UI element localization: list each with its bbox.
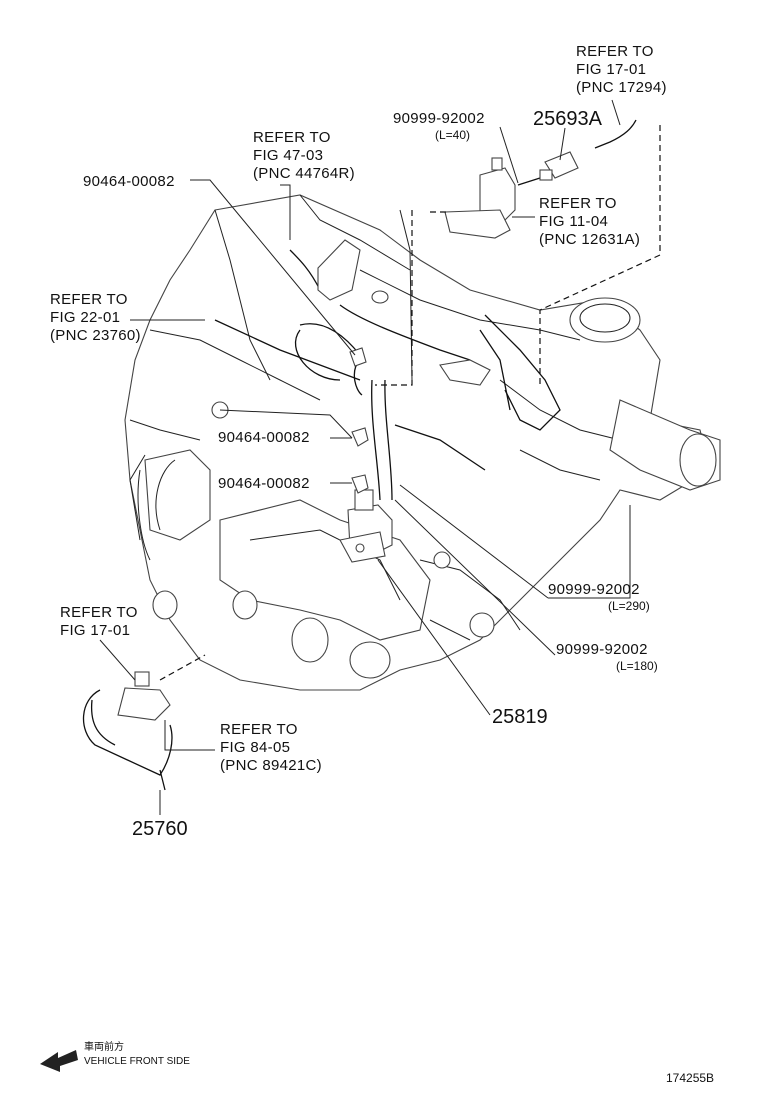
front-label-jp: 車両前方 bbox=[84, 1040, 124, 1053]
ref-fig47-03[interactable]: REFER TO FIG 47-03 (PNC 44764R) bbox=[253, 129, 355, 182]
part-hose-low[interactable]: 90999-92002 (L=180) bbox=[556, 641, 658, 673]
ref-line: (PNC 17294) bbox=[576, 79, 667, 96]
ref-line: REFER TO bbox=[60, 604, 138, 621]
ref-fig22-01[interactable]: REFER TO FIG 22-01 (PNC 23760) bbox=[50, 291, 141, 344]
part-number: 90999-92002 bbox=[393, 110, 485, 127]
part-valve-top[interactable]: 25693A bbox=[533, 108, 603, 130]
arrow-left-icon bbox=[40, 1050, 78, 1072]
part-clip-3[interactable]: 90464-00082 bbox=[218, 475, 310, 492]
clips bbox=[349, 347, 369, 494]
ref-fig84-05[interactable]: REFER TO FIG 84-05 (PNC 89421C) bbox=[220, 721, 322, 774]
ref-line: FIG 84-05 bbox=[220, 739, 290, 756]
front-indicator: 車両前方 VEHICLE FRONT SIDE bbox=[40, 1040, 190, 1072]
ref-line: (PNC 89421C) bbox=[220, 757, 322, 774]
vsv-main bbox=[339, 489, 393, 563]
ref-line: FIG 22-01 bbox=[50, 309, 120, 326]
part-hose-mid[interactable]: 90999-92002 (L=290) bbox=[548, 581, 650, 613]
part-clip-2[interactable]: 90464-00082 bbox=[218, 429, 310, 446]
part-hose-top[interactable]: 90999-92002 (L=40) bbox=[393, 110, 485, 142]
part-valve-main[interactable]: 25819 bbox=[492, 706, 548, 728]
ref-line: REFER TO bbox=[253, 129, 331, 146]
ref-line: REFER TO bbox=[539, 195, 617, 212]
engine-block bbox=[124, 194, 721, 691]
ref-line: (PNC 12631A) bbox=[539, 231, 640, 248]
leader-lines bbox=[99, 99, 631, 815]
part-clip-1[interactable]: 90464-00082 bbox=[83, 173, 175, 190]
bracket-upper bbox=[317, 239, 491, 386]
ref-fig17-01-top[interactable]: REFER TO FIG 17-01 (PNC 17294) bbox=[576, 43, 667, 96]
vsv-top bbox=[444, 151, 579, 239]
ref-line: REFER TO bbox=[50, 291, 128, 308]
ref-line: FIG 11-04 bbox=[539, 213, 608, 230]
part-number: 90999-92002 bbox=[556, 641, 648, 658]
part-length: (L=180) bbox=[616, 659, 658, 673]
ref-line: REFER TO bbox=[576, 43, 654, 60]
ref-line: FIG 17-01 bbox=[60, 622, 130, 639]
ref-line: FIG 47-03 bbox=[253, 147, 323, 164]
ref-fig11-04[interactable]: REFER TO FIG 11-04 (PNC 12631A) bbox=[539, 195, 640, 248]
part-length: (L=40) bbox=[435, 128, 470, 142]
vacuum-hoses bbox=[214, 119, 637, 501]
part-harness[interactable]: 25760 bbox=[132, 818, 188, 840]
ref-fig17-01-bottom[interactable]: REFER TO FIG 17-01 bbox=[60, 604, 138, 639]
harness-assembly bbox=[82, 671, 173, 791]
ref-line: FIG 17-01 bbox=[576, 61, 646, 78]
front-label-en: VEHICLE FRONT SIDE bbox=[84, 1056, 190, 1067]
dashed-refs bbox=[159, 125, 661, 681]
ref-line: (PNC 23760) bbox=[50, 327, 141, 344]
ref-line: (PNC 44764R) bbox=[253, 165, 355, 182]
ref-line: REFER TO bbox=[220, 721, 298, 738]
part-length: (L=290) bbox=[608, 599, 650, 613]
part-number: 90999-92002 bbox=[548, 581, 640, 598]
figure-id: 174255B bbox=[666, 1071, 714, 1085]
